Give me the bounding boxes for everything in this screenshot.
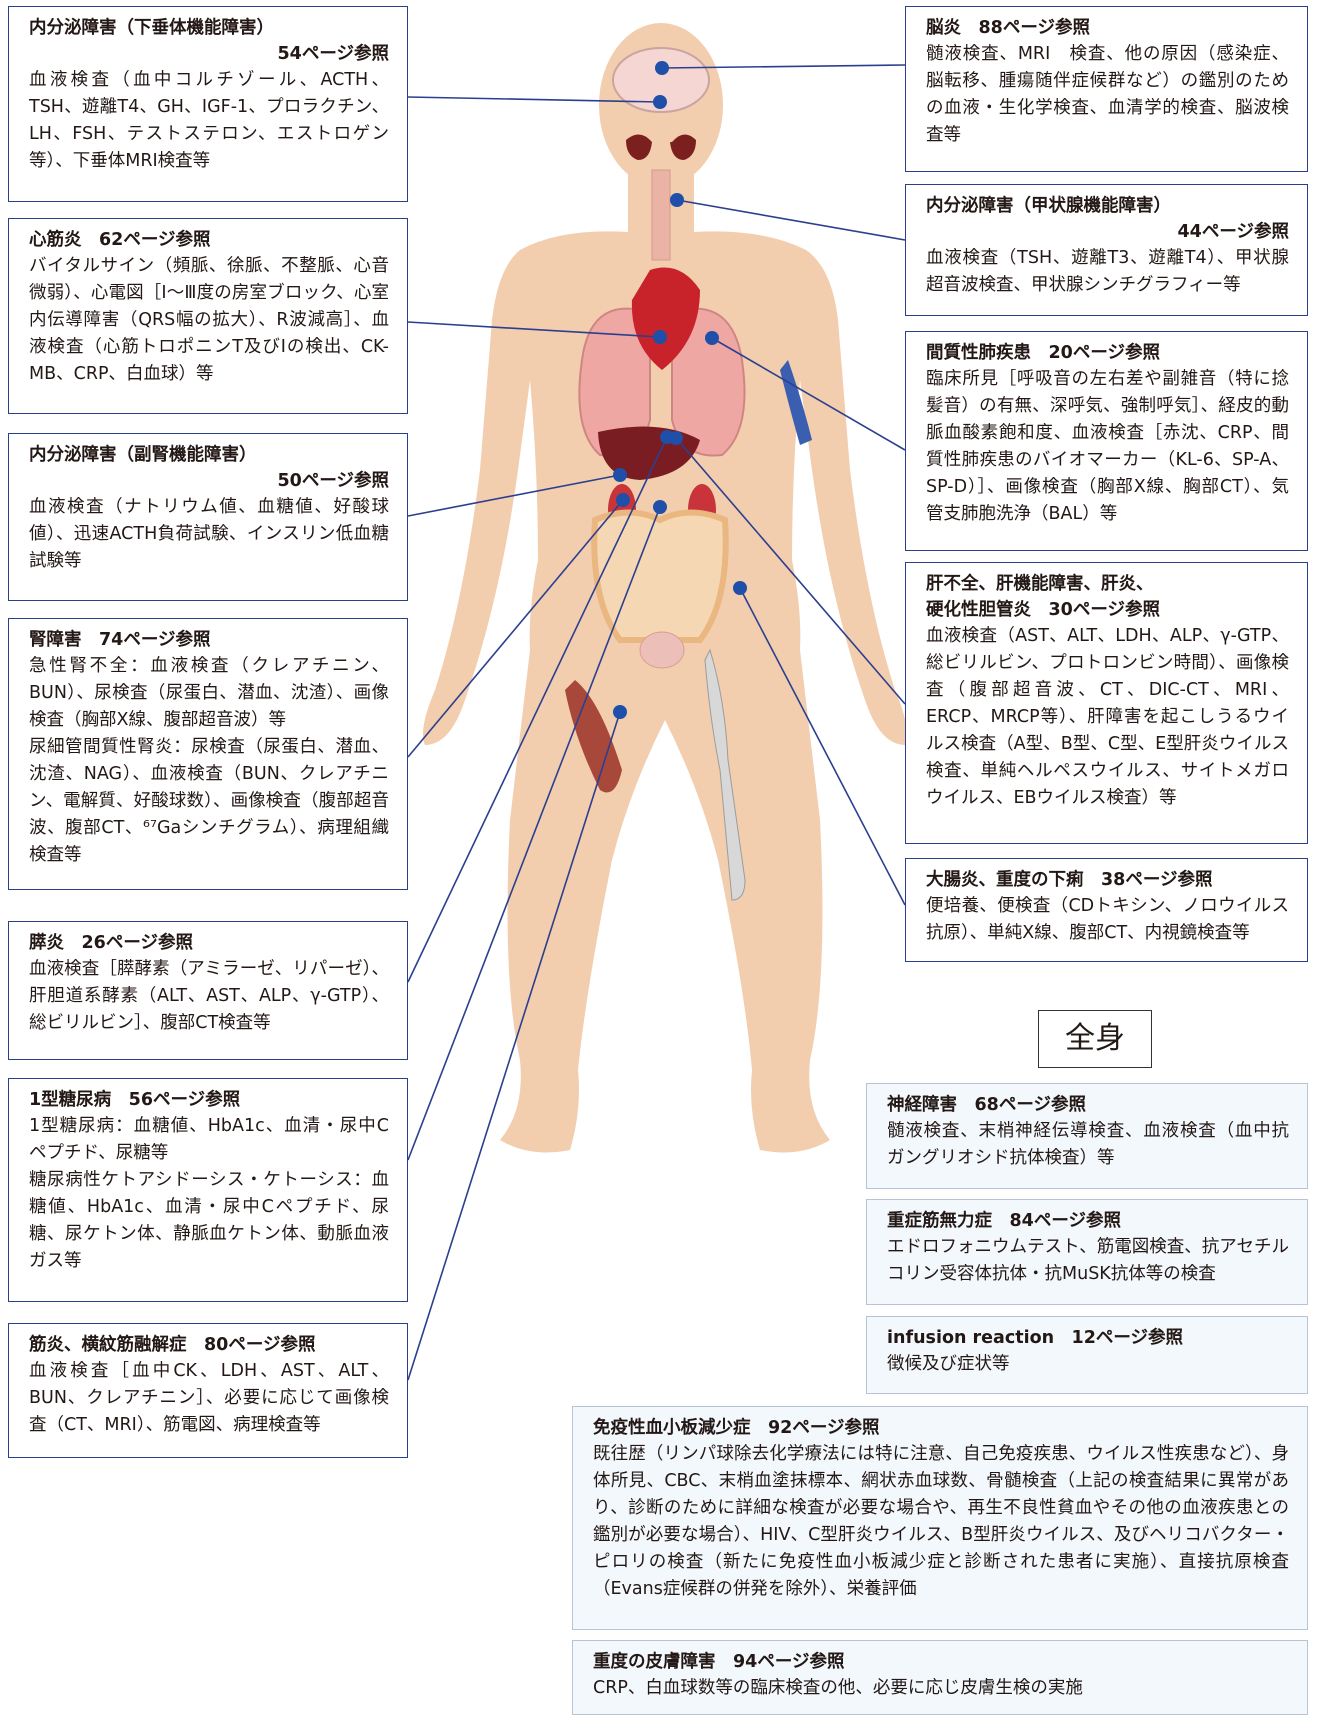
box-kidney: 腎障害 74ページ参照 急性腎不全：血液検査（クレアチニン、BUN）、尿検査（尿… xyxy=(8,618,408,890)
box-infusion-reaction: infusion reaction 12ページ参照 徴候及び症状等 xyxy=(866,1316,1308,1394)
box-thyroid: 内分泌障害（甲状腺機能障害） 44ページ参照 血液検査（TSH、遊離T3、遊離T… xyxy=(905,184,1308,316)
box-myositis: 筋炎、横紋筋融解症 80ページ参照 血液検査［血中CK、LDH、AST、ALT、… xyxy=(8,1323,408,1458)
box-title: 免疫性血小板減少症 92ページ参照 xyxy=(593,1418,880,1438)
box-title: infusion reaction 12ページ参照 xyxy=(887,1328,1184,1348)
box-body: 血液検査（ナトリウム値、血糖値、好酸球値）、迅速ACTH負荷試験、インスリン低血… xyxy=(29,497,389,571)
box-title: 神経障害 68ページ参照 xyxy=(887,1095,1087,1115)
box-title: 筋炎、横紋筋融解症 80ページ参照 xyxy=(29,1335,316,1355)
box-neuropathy: 神経障害 68ページ参照 髄液検査、末梢神経伝導検査、血液検査（血中抗ガングリオ… xyxy=(866,1083,1308,1189)
box-pituitary: 内分泌障害（下垂体機能障害） 54ページ参照 血液検査（血中コルチゾール、ACT… xyxy=(8,6,408,202)
box-title: 脳炎 88ページ参照 xyxy=(926,18,1091,38)
box-body: 髄液検査、末梢神経伝導検査、血液検査（血中抗ガングリオシド抗体検査）等 xyxy=(887,1121,1289,1168)
box-body: CRP、白血球数等の臨床検査の他、必要に応じ皮膚生検の実施 xyxy=(593,1678,1083,1698)
box-myasthenia: 重症筋無力症 84ページ参照 エドロフォニウムテスト、筋電図検査、抗アセチルコリ… xyxy=(866,1199,1308,1305)
box-title: 重症筋無力症 84ページ参照 xyxy=(887,1211,1122,1231)
box-body: 血液検査［血中CK、LDH、AST、ALT、BUN、クレアチニン］、必要に応じて… xyxy=(29,1361,389,1435)
box-body: 便培養、便検査（CDトキシン、ノロウイルス抗原）、単純X線、腹部CT、内視鏡検査… xyxy=(926,896,1289,943)
box-body: バイタルサイン（頻脈、徐脈、不整脈、心音微弱）、心電図［Ⅰ〜Ⅲ度の房室ブロック、… xyxy=(29,256,389,384)
box-pancreatitis: 膵炎 26ページ参照 血液検査［膵酵素（アミラーゼ、リパーゼ）、肝胆道系酵素（A… xyxy=(8,921,408,1060)
box-title: 内分泌障害（副腎機能障害） xyxy=(29,445,257,465)
leader-lines xyxy=(407,64,906,1381)
box-colitis: 大腸炎、重度の下痢 38ページ参照 便培養、便検査（CDトキシン、ノロウイルス抗… xyxy=(905,858,1308,962)
box-title: 内分泌障害（甲状腺機能障害） xyxy=(926,196,1171,216)
box-myocarditis: 心筋炎 62ページ参照 バイタルサイン（頻脈、徐脈、不整脈、心音微弱）、心電図［… xyxy=(8,218,408,414)
box-body: 急性腎不全：血液検査（クレアチニン、BUN）、尿検査（尿蛋白、潜血、沈渣）、画像… xyxy=(29,656,389,865)
organs xyxy=(565,47,812,901)
whole-body-label: 全身 xyxy=(1038,1010,1152,1068)
box-body: 血液検査［膵酵素（アミラーゼ、リパーゼ）、肝胆道系酵素（ALT、AST、ALP、… xyxy=(29,959,389,1033)
box-title: 重度の皮膚障害 94ページ参照 xyxy=(593,1652,845,1672)
box-body: 既往歴（リンパ球除去化学療法には特に注意、自己免疫疾患、ウイルス性疾患など）、身… xyxy=(593,1444,1289,1599)
box-body: エドロフォニウムテスト、筋電図検査、抗アセチルコリン受容体抗体・抗MuSK抗体等… xyxy=(887,1237,1289,1284)
box-body: 臨床所見［呼吸音の左右差や副雑音（特に捻髪音）の有無、深呼気、強制呼気］、経皮的… xyxy=(926,369,1289,524)
box-adrenal: 内分泌障害（副腎機能障害） 50ページ参照 血液検査（ナトリウム値、血糖値、好酸… xyxy=(8,433,408,601)
box-body: 血液検査（TSH、遊離T3、遊離T4）、甲状腺超音波検査、甲状腺シンチグラフィー… xyxy=(926,248,1289,295)
box-title: 間質性肺疾患 20ページ参照 xyxy=(926,343,1161,363)
box-page-ref: 54ページ参照 xyxy=(277,44,389,64)
box-page-ref: 44ページ参照 xyxy=(1177,222,1289,242)
box-page-ref: 50ページ参照 xyxy=(277,471,389,491)
box-encephalitis: 脳炎 88ページ参照 髄液検査、MRI 検査、他の原因（感染症、脳転移、腫瘍随伴… xyxy=(905,6,1308,172)
box-title: 1型糖尿病 56ページ参照 xyxy=(29,1090,241,1110)
box-body: 1型糖尿病：血糖値、HbA1c、血清・尿中Cペプチド、尿糖等 糖尿病性ケトアシド… xyxy=(29,1116,389,1271)
box-title: 腎障害 74ページ参照 xyxy=(29,630,211,650)
box-skin: 重度の皮膚障害 94ページ参照 CRP、白血球数等の臨床検査の他、必要に応じ皮膚… xyxy=(572,1640,1308,1715)
box-title: 心筋炎 62ページ参照 xyxy=(29,230,211,250)
box-title: 内分泌障害（下垂体機能障害） xyxy=(29,18,274,38)
box-body: 血液検査（血中コルチゾール、ACTH、TSH、遊離T4、GH、IGF-1、プロラ… xyxy=(29,70,389,171)
box-body: 髄液検査、MRI 検査、他の原因（感染症、脳転移、腫瘍随伴症候群など）の鑑別のた… xyxy=(926,44,1289,145)
box-body: 徴候及び症状等 xyxy=(887,1354,1010,1374)
box-liver: 肝不全、肝機能障害、肝炎、 硬化性胆管炎 30ページ参照 血液検査（AST、AL… xyxy=(905,562,1308,844)
box-body: 血液検査（AST、ALT、LDH、ALP、γ-GTP、総ビリルビン、プロトロンビ… xyxy=(926,626,1289,808)
box-title: 大腸炎、重度の下痢 38ページ参照 xyxy=(926,870,1213,890)
leader-dots xyxy=(613,61,747,719)
box-interstitial-lung: 間質性肺疾患 20ページ参照 臨床所見［呼吸音の左右差や副雑音（特に捻髪音）の有… xyxy=(905,331,1308,551)
box-itp: 免疫性血小板減少症 92ページ参照 既往歴（リンパ球除去化学療法には特に注意、自… xyxy=(572,1406,1308,1630)
box-type1-diabetes: 1型糖尿病 56ページ参照 1型糖尿病：血糖値、HbA1c、血清・尿中Cペプチド… xyxy=(8,1078,408,1302)
box-title: 肝不全、肝機能障害、肝炎、 硬化性胆管炎 30ページ参照 xyxy=(926,574,1161,620)
box-title: 膵炎 26ページ参照 xyxy=(29,933,194,953)
